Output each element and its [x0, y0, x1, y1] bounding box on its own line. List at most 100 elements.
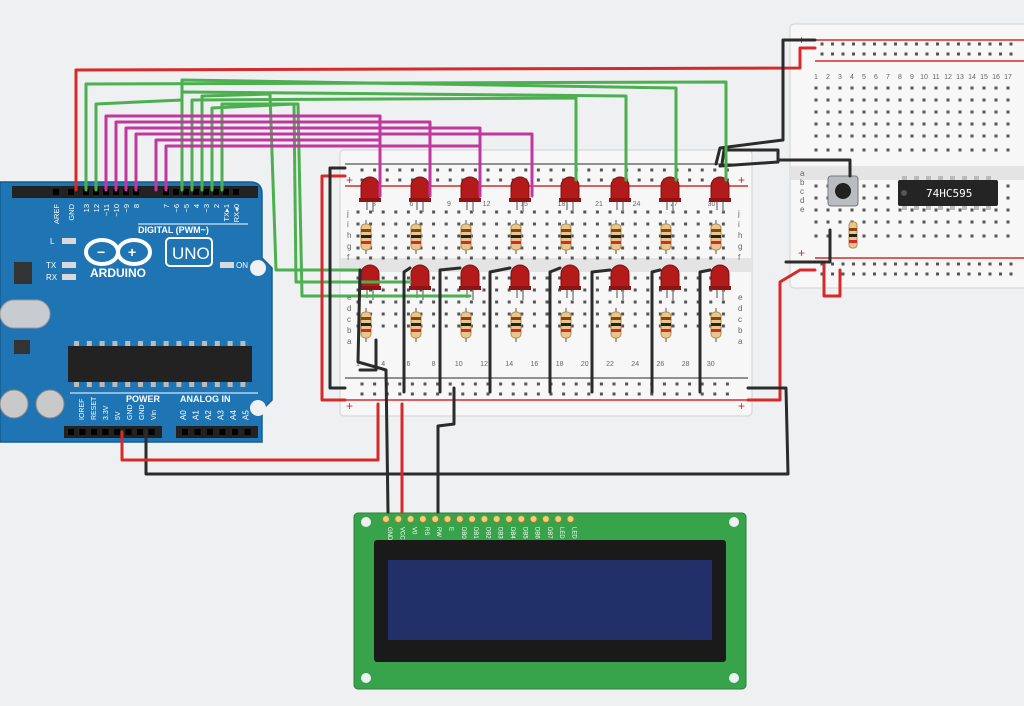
breadboard-hole [946, 148, 950, 152]
lcd-pin[interactable] [566, 515, 575, 523]
wire-black [590, 268, 612, 394]
red-led[interactable] [359, 176, 381, 212]
red-led[interactable] [459, 264, 481, 300]
breadboard-hole [978, 52, 981, 56]
red-led[interactable] [659, 176, 681, 212]
lcd-pin[interactable] [443, 515, 452, 523]
lcd-pin[interactable] [455, 515, 464, 523]
red-led[interactable] [659, 264, 681, 300]
lcd-pin[interactable] [517, 515, 526, 523]
header-pin[interactable] [194, 429, 201, 435]
breadboard-hole [423, 168, 427, 172]
wire-red [822, 262, 842, 298]
lcd-pin[interactable] [418, 515, 427, 523]
red-led[interactable] [709, 264, 731, 300]
red-led[interactable] [459, 176, 481, 212]
lcd-pin[interactable] [554, 515, 563, 523]
red-led[interactable] [609, 264, 631, 300]
header-pin[interactable] [183, 189, 189, 195]
header-pin[interactable] [163, 189, 169, 195]
breadboard-hole [608, 276, 612, 280]
breadboard-hole [721, 246, 725, 250]
lcd-pin[interactable] [394, 515, 403, 523]
header-pin[interactable] [173, 189, 179, 195]
header-pin[interactable] [193, 189, 199, 195]
header-pin[interactable] [133, 189, 139, 195]
breadboard-hole [838, 208, 842, 212]
lcd-pin[interactable] [382, 515, 390, 523]
lcd-pin[interactable] [529, 515, 538, 523]
breadboard-hole [922, 220, 926, 224]
header-pin[interactable] [244, 429, 251, 435]
header-pin[interactable] [91, 429, 97, 435]
row-letter: i [738, 220, 740, 229]
breadboard-hole [925, 52, 929, 56]
pushbutton[interactable] [827, 175, 859, 207]
breadboard-hole [621, 234, 625, 238]
header-pin[interactable] [68, 189, 74, 195]
header-pin[interactable] [113, 189, 119, 195]
lcd-pin-label: E [448, 527, 454, 531]
red-led[interactable] [509, 176, 531, 212]
header-pin[interactable] [123, 189, 129, 195]
breadboard-hole [444, 246, 448, 250]
header-pin[interactable] [207, 429, 213, 435]
header-pin[interactable] [83, 189, 89, 195]
header-pin[interactable] [103, 189, 109, 195]
header-pin[interactable] [93, 189, 99, 195]
red-led[interactable] [609, 176, 631, 212]
breadboard-hole [495, 256, 499, 260]
red-led[interactable] [509, 264, 531, 300]
header-pin[interactable] [68, 429, 74, 435]
mount-hole [729, 517, 739, 527]
breadboard-hole [432, 234, 436, 238]
lcd-pin[interactable] [492, 515, 501, 523]
header-pin[interactable] [125, 429, 132, 435]
red-led[interactable] [559, 176, 581, 212]
header-pin[interactable] [233, 189, 239, 195]
header-pin[interactable] [213, 189, 219, 195]
breadboard-hole [898, 110, 902, 114]
header-pin[interactable] [148, 429, 155, 435]
breadboard-hole [385, 178, 389, 182]
row-letter: h [347, 231, 351, 240]
breadboard-hole [532, 246, 536, 250]
header-pin[interactable] [203, 189, 209, 195]
lcd-pin[interactable] [480, 515, 489, 523]
header-pin[interactable] [79, 429, 86, 435]
lcd-pin[interactable] [406, 515, 415, 523]
red-led[interactable] [409, 264, 431, 300]
header-pin[interactable] [102, 429, 109, 435]
lcd-pin[interactable] [431, 515, 440, 523]
header-pin[interactable] [137, 429, 143, 435]
red-led[interactable] [409, 176, 431, 212]
lcd-pin[interactable] [505, 515, 513, 523]
lcd-pin[interactable] [468, 515, 477, 523]
breadboard-hole [696, 300, 700, 304]
header-pin[interactable] [114, 429, 120, 435]
header-pin[interactable] [182, 429, 188, 435]
shift-register-chip[interactable]: 74HC595 [898, 176, 998, 210]
breadboard-hole [532, 300, 536, 304]
breadboard-hole [709, 222, 713, 226]
header-pin[interactable] [53, 189, 59, 195]
breadboard-hole [874, 220, 878, 224]
digital-pin-label: ~10 [112, 204, 121, 217]
red-led[interactable] [559, 264, 581, 300]
breadboard-hole [978, 262, 981, 266]
breadboard-hole [826, 110, 830, 114]
header-pin[interactable] [219, 429, 226, 435]
lcd-pin-label: GND [386, 527, 392, 541]
header-pin[interactable] [232, 429, 238, 435]
red-led[interactable] [709, 176, 731, 212]
column-number: 20 [581, 361, 589, 368]
breadboard-hole [957, 52, 960, 56]
digital-pin-label: 4 [192, 204, 201, 208]
breadboard-hole [922, 98, 926, 102]
row-letter: g [347, 242, 351, 251]
header-pin[interactable] [223, 189, 229, 195]
lcd-pin[interactable] [541, 515, 550, 523]
